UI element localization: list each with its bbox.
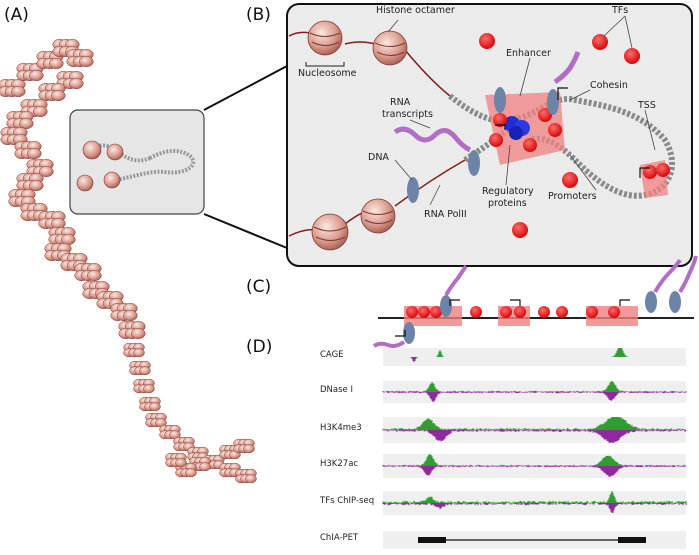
track-signal-minus <box>382 466 687 477</box>
panel-label-c: (C) <box>246 277 271 297</box>
label-enhancer: Enhancer <box>506 48 551 59</box>
zoom-box-contents <box>76 140 196 192</box>
track-label-cage: CAGE <box>320 350 344 360</box>
track-signal-plus <box>382 491 687 503</box>
nucleosome-disc <box>199 462 211 472</box>
label-tfs: TFs <box>611 5 628 16</box>
track-label-dnase: DNase I <box>320 385 353 395</box>
nucleosome-disc <box>185 468 197 478</box>
panel-b-illustration <box>288 15 676 251</box>
label-histone-octamer: Histone octamer <box>376 5 455 16</box>
nucleosome-disc <box>175 458 187 468</box>
nucleosome-disc <box>69 78 84 89</box>
track-signal-plus <box>382 454 687 466</box>
panel-b-frame <box>286 3 693 267</box>
track-signal-plus <box>435 348 630 357</box>
chia-pet-anchor <box>618 537 646 543</box>
nucleosome-disc <box>51 90 66 101</box>
zoom-connector-bottom <box>203 213 288 249</box>
nucleosome-disc <box>39 166 54 177</box>
track-signal-plus <box>382 381 687 392</box>
nucleosome-disc <box>27 148 42 159</box>
track-label-h3k27ac: H3K27ac <box>320 459 358 469</box>
nucleosome-disc <box>149 402 161 412</box>
nucleosome-disc <box>123 310 138 321</box>
label-rna-transcripts-1: RNA <box>390 97 411 108</box>
track-signal-plus <box>382 417 687 430</box>
track-signal-minus <box>382 430 687 443</box>
track-background <box>383 348 686 366</box>
track-signal-minus <box>382 503 687 513</box>
nucleosome-disc <box>29 70 44 81</box>
label-regulatory-1: Regulatory <box>482 186 534 197</box>
panel-c-linear-locus <box>372 255 698 348</box>
zoom-connector-top <box>203 65 288 111</box>
nucleosome-disc <box>49 58 64 69</box>
track-label-tfs-chipseq: TFs ChIP-seq <box>319 496 374 506</box>
nucleosome-disc <box>131 328 146 339</box>
panel-label-b: (B) <box>246 5 271 25</box>
label-cohesin: Cohesin <box>590 80 628 91</box>
label-promoters: Promoters <box>548 191 597 202</box>
label-regulatory-2: proteins <box>488 198 527 209</box>
nucleosome-disc <box>79 56 94 67</box>
panel-label-a: (A) <box>4 5 29 25</box>
label-rna-transcripts-2: transcripts <box>382 109 433 120</box>
panel-label-d: (D) <box>246 337 272 357</box>
nucleosome-disc <box>87 270 102 281</box>
chromosome-fiber <box>0 39 257 484</box>
nucleosome-disc <box>243 444 255 454</box>
nucleosome-disc <box>139 366 151 376</box>
nucleosome-disc <box>143 384 155 394</box>
label-rna-polii: RNA PolII <box>424 209 467 220</box>
label-dna: DNA <box>368 152 389 163</box>
chia-pet-anchor <box>418 537 446 543</box>
track-label-chia-pet: ChIA-PET <box>320 533 359 543</box>
nucleosome-disc <box>19 118 34 129</box>
label-tss: TSS <box>637 100 656 111</box>
track-label-h3k4me3: H3K4me3 <box>320 423 362 433</box>
label-nucleosome: Nucleosome <box>298 68 357 79</box>
zoom-box <box>69 109 205 215</box>
track-signal-minus <box>409 357 419 362</box>
nucleosome-disc <box>29 180 44 191</box>
track-signal-minus <box>383 392 687 402</box>
nucleosome-disc <box>245 474 257 484</box>
nucleosome-disc <box>33 106 48 117</box>
nucleosome-disc <box>133 348 145 358</box>
nucleosome-disc <box>11 86 26 97</box>
